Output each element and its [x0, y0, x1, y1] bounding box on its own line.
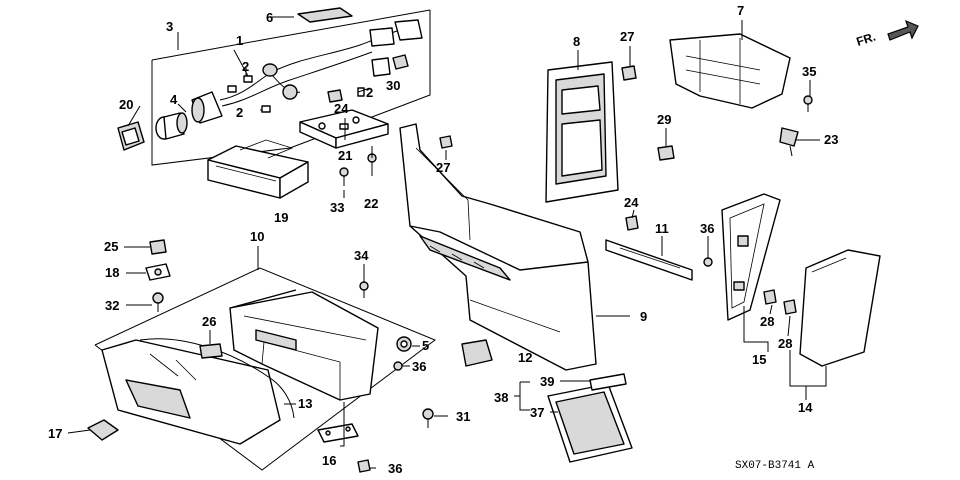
callout-4: 4: [170, 92, 178, 107]
forward-arrow-icon: [887, 19, 919, 41]
callout-28: 28: [760, 314, 774, 329]
callout-30: 30: [386, 78, 400, 93]
part-39-clip: [589, 373, 627, 391]
callout-7: 7: [737, 3, 744, 18]
callout-21: 21: [338, 148, 352, 163]
part-18-clip: [145, 263, 171, 281]
callout-33: 33: [330, 200, 344, 215]
callout-14: 14: [798, 400, 813, 415]
callout-36: 36: [388, 461, 402, 476]
part-28-clip-a: [763, 289, 777, 305]
part-37-tray-insert: [547, 383, 633, 463]
part-25-clip: [149, 239, 167, 255]
part-19-pocket: [207, 139, 309, 199]
callout-8: 8: [573, 34, 580, 49]
callout-23: 23: [824, 132, 838, 147]
part-16-bracket: [317, 423, 359, 443]
part-27-clip-console: [439, 135, 453, 149]
part-26-clip: [199, 343, 223, 359]
callout-19: 19: [274, 210, 288, 225]
callout-34: 34: [354, 248, 369, 263]
direction-indicator: FR.: [855, 19, 919, 49]
callout-38: 38: [494, 390, 508, 405]
callout-27: 27: [436, 160, 450, 175]
part-28-clip-b: [783, 299, 797, 315]
part-20-cap: [117, 121, 145, 151]
callout-37: 37: [530, 405, 544, 420]
callout-6: 6: [266, 10, 273, 25]
part-29-clip: [657, 145, 675, 161]
part-14-side-cover: [799, 249, 881, 367]
callout-29: 29: [657, 112, 671, 127]
part-11-rail: [605, 239, 693, 281]
part-24-clip: [625, 215, 639, 231]
part-33-bolt: [339, 167, 349, 186]
part-34-bolt: [359, 281, 369, 298]
part-3-wire-harness: [191, 19, 423, 124]
callout-27: 27: [620, 29, 634, 44]
callout-24: 24: [624, 195, 639, 210]
callout-20: 20: [119, 97, 133, 112]
part-6-pad: [297, 7, 353, 23]
part-15-side-frame: [721, 193, 781, 321]
direction-label: FR.: [855, 30, 878, 49]
drawing-code: SX07-B3741 A: [735, 460, 815, 472]
part-36-clip-lower: [393, 361, 403, 371]
part-30-clip: [392, 54, 409, 70]
callout-2: 2: [242, 59, 249, 74]
callout-11: 11: [655, 221, 669, 236]
callout-25: 25: [104, 239, 118, 254]
callout-3: 3: [166, 19, 173, 34]
part-12-block: [461, 339, 493, 367]
part-27-clip-top: [621, 65, 637, 81]
callout-28: 28: [778, 336, 792, 351]
callout-31: 31: [456, 409, 470, 424]
callout-10: 10: [250, 229, 264, 244]
callout-5: 5: [422, 338, 429, 353]
part-13-lower-tray: [101, 338, 295, 445]
part-8-center-panel: [545, 61, 619, 203]
callout-35: 35: [802, 64, 816, 79]
part-7-bracket: [669, 33, 791, 109]
part-36-clip-bottom: [357, 459, 371, 473]
callout-17: 17: [48, 426, 62, 441]
part-21-bracket: [299, 109, 389, 149]
callout-36: 36: [412, 359, 426, 374]
part-32-bolt: [152, 292, 164, 312]
callout-2: 2: [236, 105, 243, 120]
part-24-bracket-clip: [327, 89, 343, 103]
part-36-clip-right: [703, 257, 713, 267]
part-31-bolt: [422, 408, 434, 428]
callout-39: 39: [540, 374, 554, 389]
callout-16: 16: [322, 453, 336, 468]
callout-26: 26: [202, 314, 216, 329]
callout-9: 9: [640, 309, 647, 324]
callout-1: 1: [236, 33, 243, 48]
callout-22: 22: [364, 196, 378, 211]
callout-labels: 1 2 2 2 3 4 5 6 7 8 9 10 11 12 13 14 15 …: [48, 3, 838, 476]
callout-18: 18: [105, 265, 119, 280]
part-35-bolt: [803, 95, 813, 112]
callout-15: 15: [752, 352, 766, 367]
callout-13: 13: [298, 396, 312, 411]
part-23-bolt: [779, 127, 799, 157]
part-9-console-body: [399, 123, 597, 371]
leader-lines: [67, 16, 827, 469]
part-5-grommet: [396, 336, 412, 352]
part-17-latch: [87, 419, 119, 441]
callout-24: 24: [334, 101, 349, 116]
callout-32: 32: [105, 298, 119, 313]
part-4-socket: [155, 112, 188, 140]
callout-36: 36: [700, 221, 714, 236]
callout-12: 12: [518, 350, 532, 365]
part-10-console-box: [229, 289, 379, 401]
callout-2: 2: [366, 85, 373, 100]
